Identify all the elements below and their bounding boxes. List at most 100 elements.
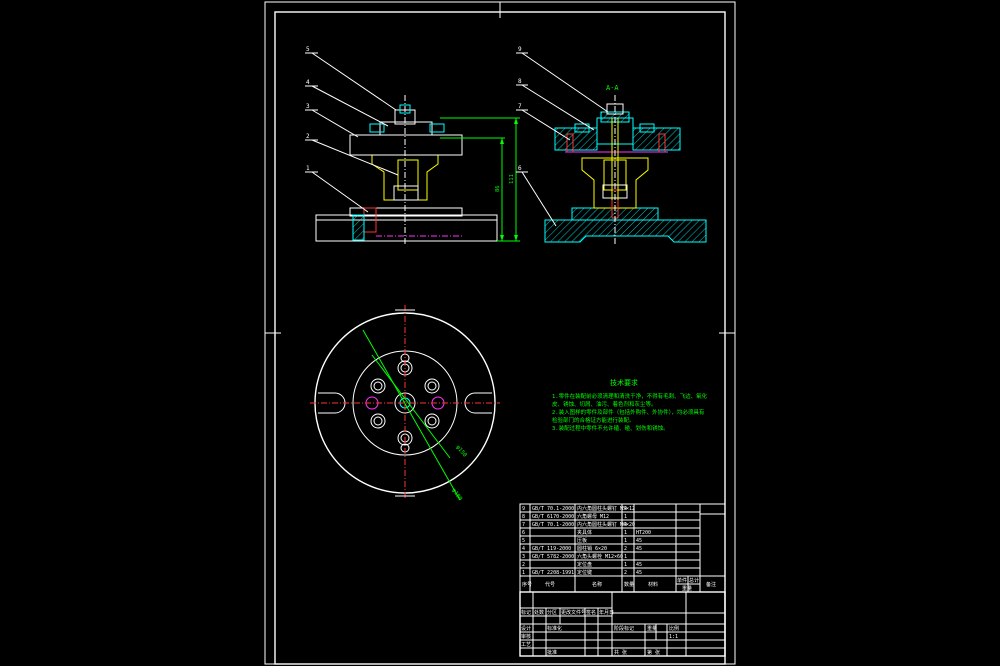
dim-diameter-b: φ150 xyxy=(454,444,467,458)
svg-text:内六角圆柱头螺钉 M6×20: 内六角圆柱头螺钉 M6×20 xyxy=(577,521,635,528)
svg-text:第 张: 第 张 xyxy=(647,649,660,656)
svg-text:分区: 分区 xyxy=(547,609,557,616)
title-block xyxy=(519,591,726,657)
balloon-2: 2 xyxy=(306,133,310,140)
tech-line-3: 2.装入图样的零件及部件（包括外购件、外协件），均必须具有 xyxy=(552,408,705,416)
section-title: A-A xyxy=(606,84,619,92)
svg-text:签名: 签名 xyxy=(586,609,596,616)
bom-row: 7 GB/T 70.1-2000 内六角圆柱头螺钉 M6×20 4 xyxy=(522,521,635,528)
svg-text:更改文件号: 更改文件号 xyxy=(561,609,586,616)
front-leaders xyxy=(305,52,399,213)
svg-text:重量: 重量 xyxy=(647,625,657,632)
svg-text:圆柱销 6×20: 圆柱销 6×20 xyxy=(577,545,607,552)
tech-line-5: 3.装配过程中零件不允许磕、碰、划伤和锈蚀。 xyxy=(552,424,669,432)
tech-requirements: 技术要求 1.零件在装配前必须清理和清洗干净，不得有毛刺、飞边、氧化 皮、锈蚀、… xyxy=(552,378,708,432)
svg-text:1: 1 xyxy=(624,530,627,536)
svg-text:夹具体: 夹具体 xyxy=(577,529,592,536)
svg-text:7: 7 xyxy=(522,522,525,528)
svg-text:2: 2 xyxy=(624,570,627,576)
balloon-5: 5 xyxy=(306,46,310,53)
svg-text:标准化: 标准化 xyxy=(547,625,562,632)
bom-row: 8 GB/T 6170-2000 六角螺母 M12 1 xyxy=(522,513,627,520)
svg-text:6: 6 xyxy=(522,530,525,536)
svg-text:1: 1 xyxy=(522,570,525,576)
svg-text:序号: 序号 xyxy=(522,581,532,588)
svg-text:1: 1 xyxy=(624,538,627,544)
svg-text:1: 1 xyxy=(624,554,627,560)
svg-text:4: 4 xyxy=(624,506,627,512)
svg-text:设计: 设计 xyxy=(521,625,531,632)
svg-text:共 张: 共 张 xyxy=(614,649,627,656)
svg-text:45: 45 xyxy=(636,546,642,552)
svg-text:GB/T 2208-1991: GB/T 2208-1991 xyxy=(532,570,574,576)
bom-rows: 9 GB/T 70.1-2000 内六角圆柱头螺钉 M5×12 4 8 GB/T… xyxy=(522,505,651,576)
dim-diameter-a: φ180 xyxy=(450,488,463,502)
front-view xyxy=(315,95,498,245)
bom-row: 3 GB/T 5782-2000 六角头螺栓 M12×60 1 xyxy=(522,553,627,560)
bom-row: 5 压板 1 45 xyxy=(522,537,642,544)
svg-text:数量: 数量 xyxy=(624,581,634,588)
svg-text:3: 3 xyxy=(522,554,525,560)
svg-text:45: 45 xyxy=(636,570,642,576)
svg-text:GB/T 6170-2000: GB/T 6170-2000 xyxy=(532,514,574,520)
dim-height-b: 111 xyxy=(509,174,515,184)
svg-text:备注: 备注 xyxy=(706,581,716,588)
svg-text:4: 4 xyxy=(624,522,627,528)
balloon-4: 4 xyxy=(306,79,310,86)
outer-border xyxy=(264,1,736,665)
svg-text:处数: 处数 xyxy=(534,609,544,616)
balloon-7: 7 xyxy=(518,103,522,110)
svg-text:工艺: 工艺 xyxy=(521,642,531,648)
svg-text:定位盘: 定位盘 xyxy=(577,561,592,568)
svg-text:内六角圆柱头螺钉 M5×12: 内六角圆柱头螺钉 M5×12 xyxy=(577,505,635,512)
bom-row: 1 GB/T 2208-1991 定位键 2 45 xyxy=(522,569,642,576)
dim-height-a: 86 xyxy=(495,185,501,192)
bom-row: 2 定位盘 1 45 xyxy=(522,561,642,568)
svg-text:材料: 材料 xyxy=(648,581,658,588)
svg-text:单件: 单件 xyxy=(677,577,687,584)
svg-text:HT200: HT200 xyxy=(636,530,651,536)
balloon-3: 3 xyxy=(306,103,310,110)
svg-text:总计: 总计 xyxy=(689,577,699,584)
svg-text:年月日: 年月日 xyxy=(599,609,614,616)
title-block-labels: 标记 处数 分区 更改文件号 签名 年月日 设计 标准化 审核 工艺 批准 阶段… xyxy=(521,609,679,656)
svg-text:8: 8 xyxy=(522,514,525,520)
svg-text:压板: 压板 xyxy=(577,537,587,544)
svg-text:1:1: 1:1 xyxy=(669,634,678,640)
svg-text:4: 4 xyxy=(522,546,525,552)
svg-text:1: 1 xyxy=(624,562,627,568)
bom-row: 4 GB/T 119-2000 圆柱销 6×20 2 45 xyxy=(522,545,642,552)
svg-text:GB/T 70.1-2000: GB/T 70.1-2000 xyxy=(532,522,574,528)
svg-text:比例: 比例 xyxy=(669,625,679,632)
balloon-6: 6 xyxy=(518,165,522,172)
svg-text:审核: 审核 xyxy=(521,633,531,640)
svg-text:2: 2 xyxy=(522,562,525,568)
svg-text:六角螺母 M12: 六角螺母 M12 xyxy=(577,513,609,520)
svg-text:45: 45 xyxy=(636,562,642,568)
svg-text:批准: 批准 xyxy=(547,649,557,656)
bom-header: 序号 代号 名称 数量 材料 单件 总计 重量 备注 xyxy=(522,577,716,592)
svg-text:重量: 重量 xyxy=(682,585,692,592)
balloon-1: 1 xyxy=(306,165,310,172)
centering-marks xyxy=(265,2,735,334)
svg-text:GB/T 5782-2000: GB/T 5782-2000 xyxy=(532,554,574,560)
svg-text:9: 9 xyxy=(522,506,525,512)
tech-line-4: 检验部门的合格证方能进行装配。 xyxy=(552,416,635,424)
section-view xyxy=(544,95,707,246)
svg-text:定位键: 定位键 xyxy=(577,569,592,576)
tech-line-2: 皮、锈蚀、切屑、油污、着色剂和灰尘等。 xyxy=(552,400,657,408)
dimension-lines xyxy=(440,117,520,242)
svg-text:阶段标记: 阶段标记 xyxy=(614,625,634,632)
balloon-9: 9 xyxy=(518,46,522,53)
tech-line-1: 1.零件在装配前必须清理和清洗干净，不得有毛刺、飞边、氧化 xyxy=(552,392,708,400)
balloon-8: 8 xyxy=(518,78,522,85)
svg-text:标记: 标记 xyxy=(521,609,531,616)
svg-text:名称: 名称 xyxy=(592,581,602,588)
svg-text:GB/T 70.1-2000: GB/T 70.1-2000 xyxy=(532,506,574,512)
bom-row: 9 GB/T 70.1-2000 内六角圆柱头螺钉 M5×12 4 xyxy=(522,505,635,512)
svg-text:5: 5 xyxy=(522,538,525,544)
top-view xyxy=(310,305,500,501)
svg-text:代号: 代号 xyxy=(545,581,555,588)
svg-text:1: 1 xyxy=(624,514,627,520)
